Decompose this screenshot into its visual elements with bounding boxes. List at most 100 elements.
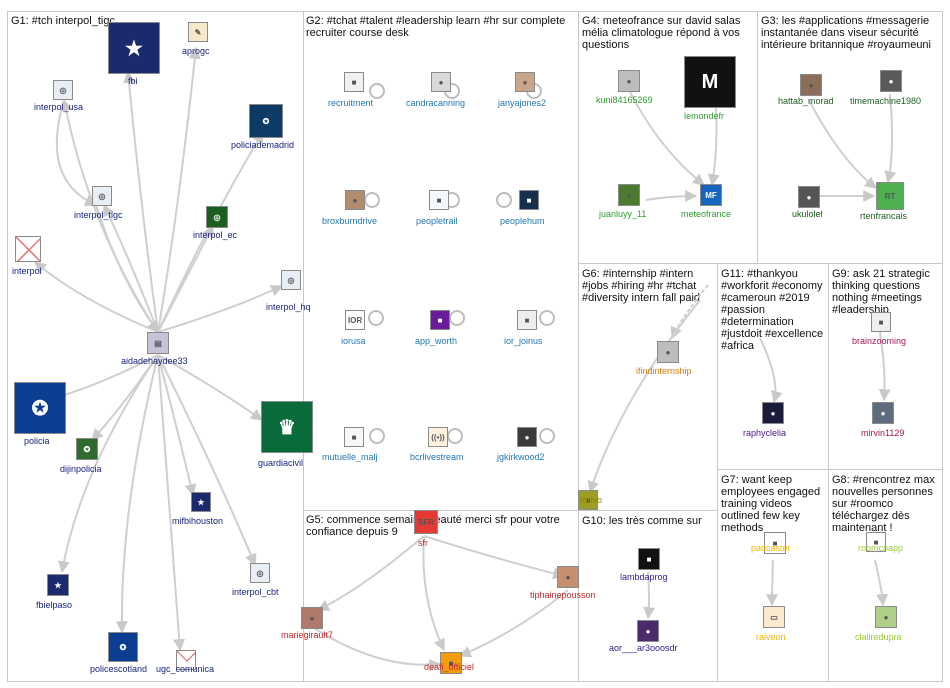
avatar-icon[interactable]: ● xyxy=(345,190,365,210)
node-label-interpol_hq: interpol_hq xyxy=(266,302,311,312)
node-label-aidadehaydee33: aidadehaydee33 xyxy=(121,356,188,366)
ior-logo-icon[interactable]: IOR xyxy=(345,310,365,330)
node-label-torivo: torivo xyxy=(580,495,603,505)
default-avatar-icon[interactable]: ● xyxy=(618,70,640,92)
fbi-seal-icon[interactable]: ★ xyxy=(108,22,160,74)
police-badge-icon[interactable]: ✪ xyxy=(14,382,66,434)
edge xyxy=(874,559,889,607)
node-label-guardiacivil: guardiacivil xyxy=(258,458,304,468)
node-label-raphyclelia: raphyclelia xyxy=(743,428,787,438)
logo-icon[interactable]: ■ xyxy=(764,532,786,554)
avatar-icon[interactable]: ● xyxy=(800,74,822,96)
node-label-ior_joinus: ior_joinus xyxy=(504,336,543,346)
interpol-logo-icon[interactable]: ◎ xyxy=(250,563,270,583)
interpol-logo-icon[interactable]: ◎ xyxy=(92,186,112,206)
edge xyxy=(55,99,98,207)
avatar-icon[interactable]: ● xyxy=(875,606,897,628)
node-label-mutuelle_malj: mutuelle_malj xyxy=(322,452,378,462)
group-title-g8: G8: #rencontrez max nouvelles personnes … xyxy=(832,474,935,534)
fbi-seal-icon[interactable]: ★ xyxy=(47,574,69,596)
avatar-icon[interactable]: ● xyxy=(431,72,451,92)
book-avatar-icon[interactable]: ▤ xyxy=(147,332,169,354)
node-label-rtenfrancais: rtenfrancais xyxy=(860,211,908,221)
edge xyxy=(707,107,720,187)
interpol-logo-icon[interactable]: ◎ xyxy=(206,206,228,228)
edge xyxy=(670,284,709,340)
le-monde-logo-icon[interactable]: M xyxy=(684,56,736,108)
node-label-interpol: interpol xyxy=(12,266,42,276)
logo-icon[interactable]: ■ xyxy=(519,190,539,210)
logo-icon[interactable]: ■ xyxy=(344,72,364,92)
avatar-icon[interactable]: ● xyxy=(762,402,784,424)
tools-icon-icon[interactable]: ✎ xyxy=(188,22,208,42)
meteo-logo-icon[interactable]: MF xyxy=(700,184,722,206)
node-label-peopletrail: peopletrail xyxy=(416,216,458,226)
edge xyxy=(587,299,701,494)
group-panel-g8 xyxy=(828,469,943,682)
police-badge-icon[interactable]: ✪ xyxy=(76,438,98,460)
node-label-padcaster: padcaster xyxy=(751,543,791,553)
avatar-icon[interactable]: ● xyxy=(557,566,579,588)
node-label-iorusa: iorusa xyxy=(341,336,366,346)
edge xyxy=(157,224,214,333)
node-label-mariegirault7: mariegirault7 xyxy=(281,630,334,640)
logo-icon[interactable]: ■ xyxy=(517,310,537,330)
logo-icon[interactable]: ■ xyxy=(440,652,462,674)
avatar-icon[interactable]: ● xyxy=(637,620,659,642)
edge xyxy=(157,354,186,652)
logo-icon[interactable]: ■ xyxy=(638,548,660,570)
logo-icon[interactable]: ■ xyxy=(871,312,891,332)
rt-logo-icon[interactable]: RT xyxy=(876,182,904,210)
logo-icon[interactable]: ■ xyxy=(429,190,449,210)
edge xyxy=(645,190,698,203)
node-label-dijinpolicia: dijinpolicia xyxy=(60,464,102,474)
group-title-g9: G9: ask 21 strategic thinking questions … xyxy=(832,268,930,316)
broken-image-icon[interactable] xyxy=(15,236,41,262)
avatar-icon[interactable]: ● xyxy=(798,186,820,208)
fbi-seal-icon[interactable]: ★ xyxy=(191,492,211,512)
police-badge-icon[interactable]: ✪ xyxy=(249,104,283,138)
default-avatar-icon[interactable]: ● xyxy=(657,341,679,363)
node-label-recruitment: recruitment xyxy=(328,98,374,108)
node-label-policescotland: policescotland xyxy=(90,664,148,674)
group-title-g3: G3: les #applications #messagerie instan… xyxy=(761,15,931,51)
edge xyxy=(884,93,897,184)
interpol-logo-icon[interactable]: ◎ xyxy=(53,80,73,100)
avatar-icon[interactable]: ● xyxy=(517,427,537,447)
node-label-fbielpaso: fbielpaso xyxy=(36,600,73,610)
node-label-mirvin1129: mirvin1129 xyxy=(861,428,905,438)
edge xyxy=(123,70,159,333)
edge xyxy=(766,559,779,607)
node-label-interpol_ec: interpol_ec xyxy=(193,230,238,240)
edge xyxy=(423,535,566,580)
node-label-lemondefr: lemondefr xyxy=(684,111,725,121)
avatar-icon[interactable]: ● xyxy=(880,70,902,92)
edge xyxy=(157,285,284,333)
laptop-icon-icon[interactable]: ▭ xyxy=(763,606,785,628)
edge xyxy=(157,354,197,497)
node-label-brainzooming: brainzooming xyxy=(852,336,907,346)
logo-icon[interactable]: ■ xyxy=(866,532,886,552)
sfr-logo-icon[interactable]: SFR xyxy=(414,510,438,534)
avatar-icon[interactable]: ● xyxy=(872,402,894,424)
group-title-g4: G4: meteofrance sur david salas mélia cl… xyxy=(582,15,741,51)
avatar-icon[interactable]: ● xyxy=(515,72,535,92)
node-label-policiademadrid: policiademadrid xyxy=(231,140,295,150)
node-label-mifbihouston: mifbihouston xyxy=(172,516,224,526)
group-panel-g10 xyxy=(578,510,718,682)
police-badge-icon[interactable]: ✪ xyxy=(108,632,138,662)
broadcast-icon-icon[interactable]: ((•)) xyxy=(428,427,448,447)
node-label-clairedupra: claiiredupra xyxy=(855,632,902,642)
edge xyxy=(759,337,783,404)
edge xyxy=(629,91,705,186)
envelope-icon-icon[interactable] xyxy=(176,650,196,670)
group-title-g11: G11: #thankyou #workforit #economy #came… xyxy=(721,268,824,352)
interpol-logo-icon[interactable]: ◎ xyxy=(281,270,301,290)
node-label-fbi: fbi xyxy=(128,76,138,86)
guardia-crest-icon[interactable]: ♛ xyxy=(261,401,313,453)
logo-icon[interactable]: ■ xyxy=(430,310,450,330)
logo-icon[interactable]: ■ xyxy=(344,427,364,447)
avatar-icon[interactable]: ● xyxy=(618,184,640,206)
logo-icon[interactable]: ■ xyxy=(578,490,598,510)
avatar-icon[interactable]: ● xyxy=(301,607,323,629)
